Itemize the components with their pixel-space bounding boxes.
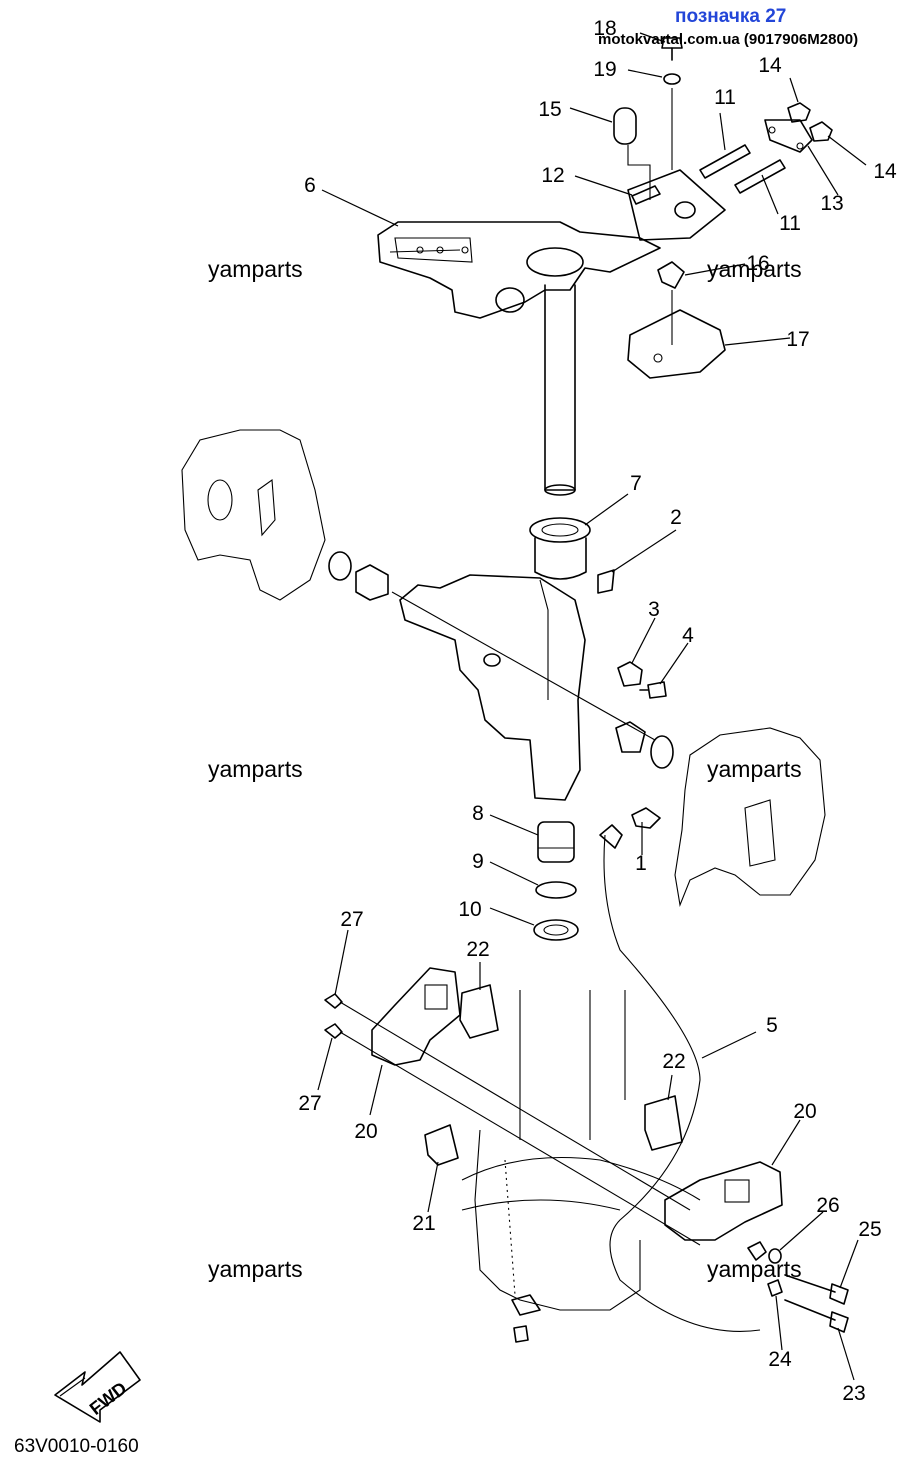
grease-nipple-part-1 <box>631 807 661 829</box>
callout-15: 15 <box>538 98 561 121</box>
watermarks: yamparts yamparts yamparts yamparts yamp… <box>208 256 802 1282</box>
o-ring-part-9 <box>535 881 577 899</box>
damper-part-21 <box>424 1124 459 1166</box>
callout-27b: 27 <box>298 1092 321 1115</box>
bushing-part-8 <box>537 821 575 863</box>
washer-left <box>328 551 352 581</box>
bracket-part-13 <box>764 119 813 153</box>
pin-part-15 <box>613 107 637 145</box>
oil-seal-part-10 <box>533 919 579 941</box>
mount-part-20-right <box>664 1161 783 1241</box>
watermark-4: yamparts <box>707 756 802 782</box>
fwd-arrow: FWD <box>54 1351 141 1423</box>
left-clamp-bracket <box>181 429 326 601</box>
watermark-3: yamparts <box>208 756 303 782</box>
bolt-part-4 <box>639 681 667 699</box>
callout-5: 5 <box>766 1014 778 1037</box>
callout-17: 17 <box>786 328 809 351</box>
callout-22b: 22 <box>662 1050 685 1073</box>
callout-labels: 1 2 3 4 5 6 7 8 9 10 11 11 12 13 14 14 1… <box>298 17 897 1405</box>
callout-22a: 22 <box>466 938 489 961</box>
source-site: motokvartal.com.ua (9017906M2800) <box>598 31 858 48</box>
screw-part-27-lower <box>324 1023 343 1039</box>
right-clamp-bracket <box>674 727 826 908</box>
damper-part-22-lower <box>644 1095 683 1151</box>
callout-20a: 20 <box>793 1100 816 1123</box>
callout-10: 10 <box>458 898 481 921</box>
lead-terminal-lower <box>747 1241 767 1261</box>
bushing-left <box>355 564 389 601</box>
callout-20b: 20 <box>354 1120 377 1143</box>
callout-13: 13 <box>820 192 843 215</box>
callout-14b: 14 <box>873 160 897 183</box>
upper-clamp-assembly <box>627 144 786 241</box>
callout-4: 4 <box>682 624 694 647</box>
bolt-part-23 <box>784 1299 849 1333</box>
callout-6: 6 <box>304 174 316 197</box>
callout-19: 19 <box>593 58 616 81</box>
callout-12: 12 <box>541 164 564 187</box>
bolt-part-18 <box>661 37 683 61</box>
bushing-part-7 <box>529 517 591 580</box>
callout-11a: 11 <box>714 86 736 109</box>
grease-line <box>504 1159 516 1296</box>
diagram-code: 63V0010-0160 <box>14 1436 139 1457</box>
plate-part-2 <box>597 569 615 594</box>
damper-part-22-upper <box>459 984 499 1039</box>
through-axis <box>391 591 656 741</box>
callout-26: 26 <box>816 1194 839 1217</box>
bushing-right <box>615 721 646 753</box>
callout-16: 16 <box>746 252 769 275</box>
watermark-2: yamparts <box>707 256 802 282</box>
callout-18: 18 <box>593 17 616 40</box>
diagram-title: позначка 27 <box>675 6 786 27</box>
lower-casing-ghost <box>461 990 701 1311</box>
screw-part-27-upper <box>324 993 343 1009</box>
callout-3: 3 <box>648 598 660 621</box>
mount-axis-lower <box>339 1031 701 1246</box>
mount-axis-upper <box>339 1001 691 1211</box>
watermark-1: yamparts <box>208 256 303 282</box>
swivel-bracket-body <box>399 574 586 801</box>
clip-part-16 <box>657 261 685 289</box>
fwd-label: FWD <box>86 1378 131 1419</box>
washer-right <box>650 735 674 769</box>
nut-part-14a <box>787 102 811 123</box>
callout-11b: 11 <box>779 212 801 235</box>
leader-lines <box>317 32 867 1381</box>
nut-part-24 <box>767 1279 783 1297</box>
callout-1: 1 <box>635 852 647 875</box>
watermark-6: yamparts <box>707 1256 802 1282</box>
mount-part-20-left <box>371 967 461 1066</box>
callout-2: 2 <box>670 506 682 529</box>
callout-14a: 14 <box>758 54 782 77</box>
ground-lead-terminal <box>599 824 623 849</box>
ground-lead-part-5 <box>603 834 761 1332</box>
callout-24: 24 <box>768 1348 792 1371</box>
bolt-part-25 <box>784 1274 849 1305</box>
callout-7: 7 <box>630 472 642 495</box>
washer-part-26 <box>768 1248 782 1264</box>
callout-21: 21 <box>412 1212 435 1235</box>
callout-25: 25 <box>858 1218 881 1241</box>
nut-part-14b <box>809 121 833 142</box>
nut-part-3 <box>617 661 643 687</box>
callout-23: 23 <box>842 1382 865 1405</box>
washer-part-19 <box>663 73 681 85</box>
callout-27a: 27 <box>340 908 363 931</box>
callout-9: 9 <box>472 850 484 873</box>
grease-nipple-cap <box>513 1325 529 1343</box>
steering-bracket-part-6 <box>377 221 661 496</box>
grease-nipple-lower <box>511 1294 541 1316</box>
plate-part-17 <box>627 309 726 379</box>
watermark-5: yamparts <box>208 1256 303 1282</box>
callout-8: 8 <box>472 802 484 825</box>
